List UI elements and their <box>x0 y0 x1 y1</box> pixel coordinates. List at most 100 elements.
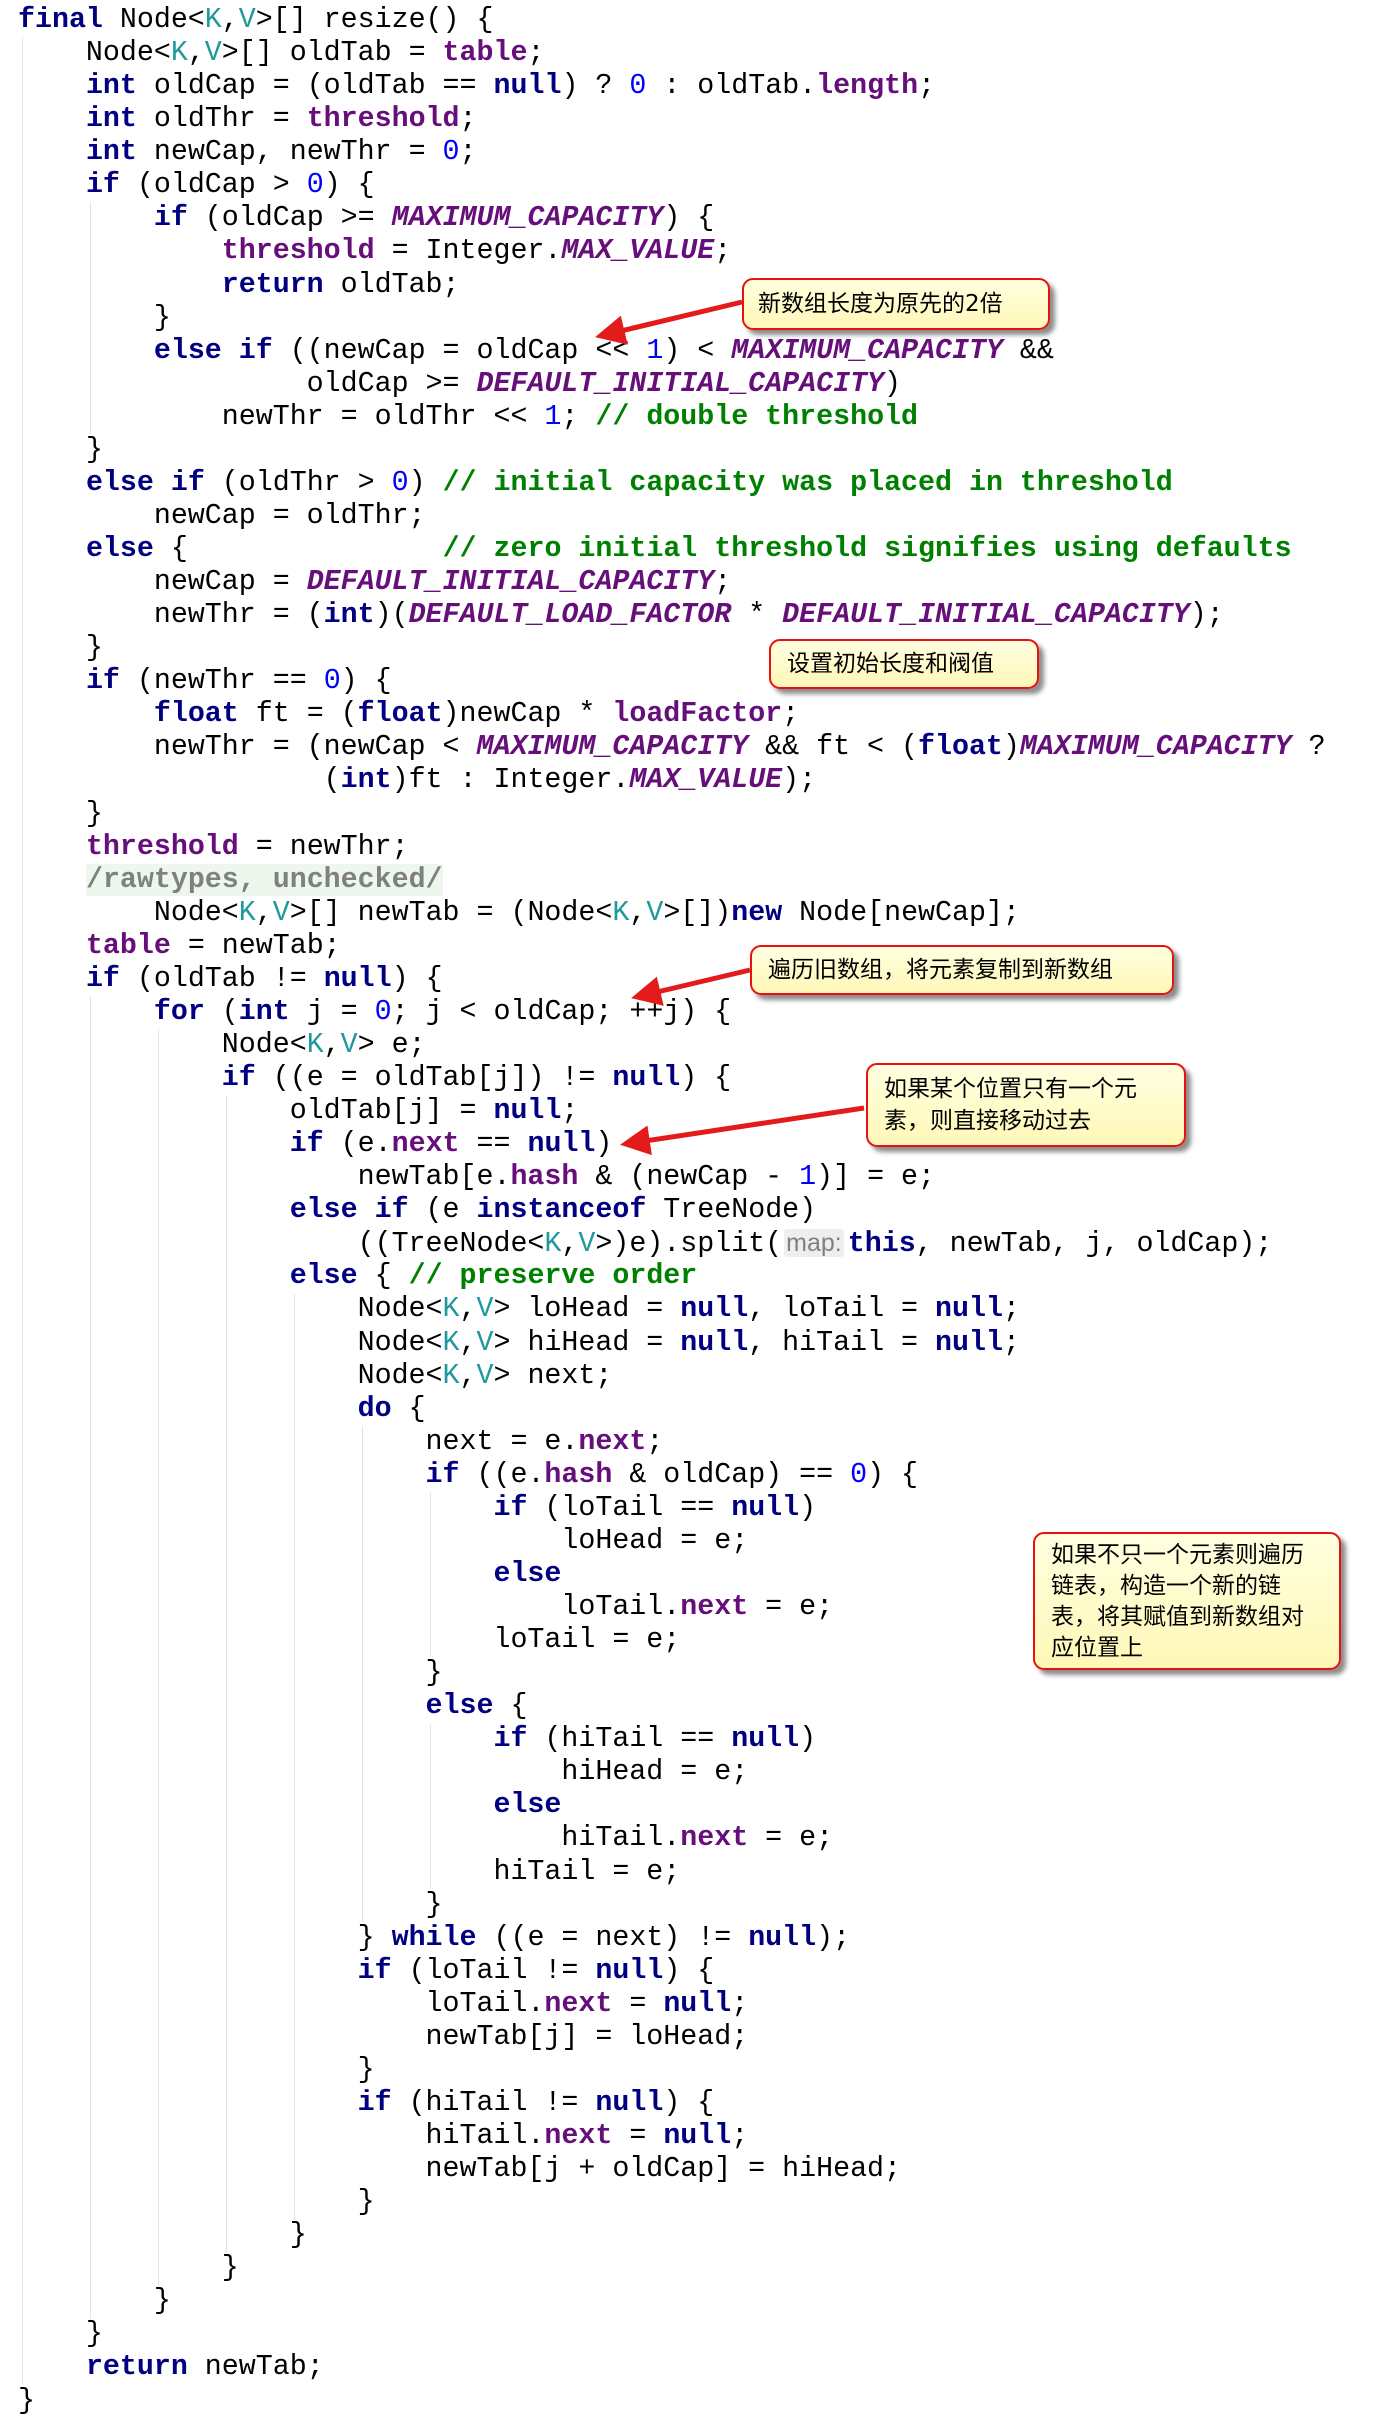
code-line: if (oldTab != null) { <box>18 963 1326 996</box>
code-line: threshold = newThr; <box>18 831 1326 864</box>
keyword: int <box>238 995 290 1028</box>
code-text: ) { <box>867 1458 919 1491</box>
keyword: else <box>425 1690 494 1723</box>
type-param: K <box>442 1293 460 1326</box>
code-text: ) ? <box>561 70 630 103</box>
keyword: else <box>85 533 154 565</box>
keyword: int <box>85 70 137 103</box>
code-text: , <box>561 1228 579 1261</box>
keyword: null <box>663 2120 732 2152</box>
field: threshold <box>85 830 239 863</box>
callout-traverse-old: 遍历旧数组，将元素复制到新数组 <box>750 945 1174 995</box>
code-text: >[] oldTab = <box>221 37 443 70</box>
indent-guide <box>294 1293 295 2220</box>
code-text: ; <box>561 400 596 433</box>
code-text: ; <box>918 70 936 103</box>
arrow-double-length <box>595 299 743 345</box>
code-text: { <box>391 1392 426 1425</box>
type-param: K <box>612 896 630 929</box>
keyword: if <box>357 1954 392 1987</box>
code-text: } <box>18 1657 443 1690</box>
keyword: null <box>935 1293 1003 1326</box>
code-line: else { <box>18 1690 1326 1723</box>
code-text: >[] resize() { <box>255 4 494 36</box>
code-text: * <box>731 599 783 632</box>
code-text: & (newCap - <box>578 1161 800 1194</box>
code-line: } while ((e = next) != null); <box>18 1922 1326 1955</box>
field: table <box>85 929 171 962</box>
type-param: K <box>544 1228 562 1261</box>
code-text: = <box>612 1987 664 2020</box>
code-text: } <box>18 1921 392 1954</box>
code-text: ; <box>731 2120 749 2152</box>
code-text: } <box>18 2285 171 2318</box>
callout-linked-list: 如果不只一个元素则遍历链表，构造一个新的链表，将其赋值到新数组对应位置上 <box>1033 1532 1341 1670</box>
code-line: else <box>18 1558 1326 1591</box>
code-text: )newCap * <box>442 698 613 731</box>
code-text: ; <box>731 1987 749 2020</box>
code-line: } <box>18 302 1326 335</box>
keyword: else <box>493 1789 562 1822</box>
code-text: , hiTail = <box>748 1326 936 1359</box>
indent-guide <box>90 996 91 2319</box>
code-text: >[] newTab = (Node< <box>289 896 613 929</box>
keyword: if <box>85 962 120 995</box>
code-text: ((e = next) != <box>476 1921 749 1954</box>
code-text: == <box>459 1128 528 1161</box>
code-line: return newTab; <box>18 2351 1326 2384</box>
keyword: null <box>595 2086 664 2119</box>
code-line: newThr = (newCap < MAXIMUM_CAPACITY && f… <box>18 731 1326 764</box>
keyword: instanceof <box>476 1194 647 1227</box>
code-text: newTab[e. <box>18 1161 511 1194</box>
field: next <box>578 1425 647 1458</box>
code-line: newTab[e.hash & (newCap - 1)] = e; <box>18 1161 1326 1194</box>
code-text: ) <box>1002 731 1020 764</box>
code-line: /rawtypes, unchecked/ <box>18 863 1326 897</box>
code-text: ; <box>646 1425 664 1458</box>
code-line: final Node<K,V>[] resize() { <box>18 4 1326 37</box>
code-text: ((e. <box>459 1458 545 1491</box>
code-line: for (int j = 0; j < oldCap; ++j) { <box>18 996 1326 1029</box>
code-line: else { // zero initial threshold signifi… <box>18 533 1326 566</box>
code-text: Node< <box>18 1028 307 1061</box>
field: length <box>816 70 919 103</box>
constant: DEFAULT_INITIAL_CAPACITY <box>306 566 715 599</box>
keyword: null <box>680 1293 749 1326</box>
code-text: > hiHead = <box>493 1326 681 1359</box>
code-line: loTail.next = null; <box>18 1988 1326 2021</box>
keyword: if <box>493 1723 528 1756</box>
code-line: } <box>18 2252 1326 2285</box>
keyword: int <box>85 103 137 136</box>
code-line: } <box>18 434 1326 467</box>
code-text: ) { <box>663 1954 715 1987</box>
code-text: , <box>459 1359 477 1392</box>
code-text: } <box>18 2219 307 2252</box>
code-text: ; <box>459 103 477 136</box>
code-line: int oldThr = threshold; <box>18 103 1326 136</box>
code-line: if (hiTail == null) <box>18 1723 1326 1756</box>
number: 1 <box>799 1161 817 1194</box>
code-text: loTail = e; <box>18 1624 681 1657</box>
code-text: } <box>18 2384 35 2417</box>
code-text: } <box>18 2252 239 2285</box>
code-text: = e; <box>748 1822 834 1855</box>
code-text: Node< <box>18 1293 443 1326</box>
code-line: int oldCap = (oldTab == null) ? 0 : oldT… <box>18 70 1326 103</box>
code-text: Node< <box>102 4 205 36</box>
keyword: float <box>918 731 1003 764</box>
keyword: else <box>493 1557 562 1590</box>
code-text: Node< <box>18 896 239 929</box>
field: next <box>544 1987 613 2020</box>
code-text: (oldCap >= <box>187 202 392 235</box>
indent-guide <box>22 37 23 2386</box>
field: hash <box>510 1161 579 1194</box>
constant: MAXIMUM_CAPACITY <box>391 202 664 235</box>
code-text: , <box>459 1293 477 1326</box>
code-text: >[]) <box>663 896 732 929</box>
constant: DEFAULT_LOAD_FACTOR <box>408 599 732 632</box>
code-line: return oldTab; <box>18 269 1326 302</box>
code-line: hiTail.next = null; <box>18 2120 1326 2153</box>
code-text: ) { <box>663 2086 715 2119</box>
code-line: if (oldCap >= MAXIMUM_CAPACITY) { <box>18 202 1326 235</box>
keyword: if <box>85 665 120 698</box>
